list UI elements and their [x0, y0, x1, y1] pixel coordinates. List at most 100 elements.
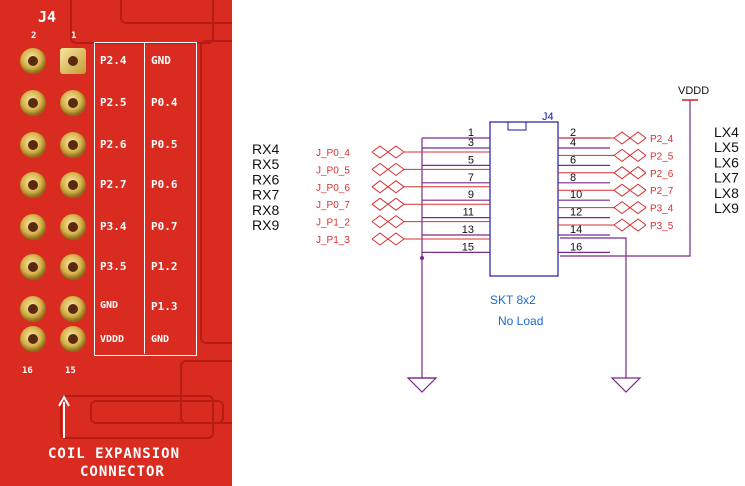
right-net-label: P2_6: [650, 169, 674, 180]
right-net-flag-icon: [613, 189, 647, 197]
pcb-trace: [200, 40, 232, 344]
pad-4: [20, 90, 46, 116]
left-net-flag-icon: [371, 186, 405, 194]
left-net-flag-icon: [371, 232, 405, 240]
left-net-label: J_P0_6: [316, 183, 350, 194]
silk-right-1: GND: [151, 54, 171, 67]
right-pin-number: 16: [570, 241, 582, 253]
right-net-flag-icon: [613, 224, 647, 232]
silk-left-3: P2.6: [100, 138, 127, 151]
left-net-flag-icon: [371, 238, 405, 246]
left-net-flag-icon: [371, 197, 405, 205]
rx-label: RX8: [252, 202, 279, 218]
connector-body: [489, 121, 559, 277]
left-net-flag-icon: [371, 168, 405, 177]
left-net-flag-icon: [371, 145, 405, 153]
left-net-flag-icon: [371, 162, 405, 171]
right-net-flag-icon: [613, 154, 647, 163]
left-pin-number: 5: [468, 154, 474, 166]
right-net-flag-icon: [613, 166, 647, 174]
part-number: SKT 8x2: [490, 293, 536, 307]
right-net-flag-icon: [613, 172, 647, 180]
silk-right-6: P1.2: [151, 260, 178, 273]
right-net-label: P2_4: [650, 134, 674, 145]
pin-number-16: 16: [22, 366, 33, 376]
junction-dot: [420, 256, 424, 260]
vddd-label: VDDD: [678, 85, 709, 97]
left-net-label: J_P0_4: [316, 148, 350, 159]
left-net-flag-icon: [371, 203, 405, 211]
right-net-flag-icon: [613, 137, 647, 145]
ground-symbol-left: [406, 377, 438, 393]
connector-ref: J4: [542, 111, 554, 123]
pcb-trace: [120, 0, 232, 24]
left-net-label: J_P1_3: [316, 235, 350, 246]
silk-right-3: P0.5: [151, 138, 178, 151]
pad-2: [20, 48, 46, 74]
lx-label: LX7: [714, 170, 739, 186]
right-net-flag-icon: [613, 131, 647, 139]
right-net-group: P2_4P2_5P2_6P2_7P3_4P3_5: [558, 131, 674, 232]
right-pin-number: 14: [570, 224, 582, 236]
pad-10: [20, 214, 46, 240]
silkscreen-table: [94, 42, 197, 356]
silk-left-7: GND: [100, 300, 119, 311]
left-net-label: J_P0_7: [316, 200, 350, 211]
pin-number-2: 2: [31, 31, 37, 41]
caption-line-2: CONNECTOR: [80, 464, 165, 480]
left-net-label: J_P0_5: [316, 165, 350, 176]
right-net-flag-icon: [613, 200, 647, 209]
silk-left-8: VDDD: [100, 334, 125, 345]
pin1-arrow-icon: [58, 394, 70, 438]
lx-label: LX6: [714, 154, 739, 170]
pcb-trace: [60, 395, 214, 439]
right-net-label: P3_4: [650, 204, 674, 215]
left-pin-number: 1: [468, 127, 474, 139]
silk-left-2: P2.5: [100, 96, 127, 109]
gnd-wire-right: [560, 237, 627, 378]
left-pin-number: 13: [462, 224, 474, 236]
left-net-label: J_P1_2: [316, 218, 350, 229]
pad-12: [20, 254, 46, 280]
left-net-flag-icon: [371, 151, 405, 159]
silk-left-5: P3.4: [100, 220, 127, 233]
rx-label: RX9: [252, 217, 279, 233]
right-pin-number: 2: [570, 127, 576, 139]
left-net-flag-icon: [371, 220, 405, 229]
rx-label: RX4: [252, 141, 279, 157]
silk-left-1: P2.4: [100, 54, 127, 67]
rx-label: RX5: [252, 156, 279, 172]
right-net-flag-icon: [613, 148, 647, 157]
pad-1: [60, 48, 86, 74]
pad-14: [20, 296, 46, 322]
right-net-label: P2_5: [650, 151, 674, 162]
silk-left-4: P2.7: [100, 178, 127, 191]
pad-3: [60, 90, 86, 116]
right-pin-number: 10: [570, 189, 582, 201]
connector-key: [507, 121, 527, 131]
right-net-flag-icon: [613, 218, 647, 226]
pad-8: [20, 172, 46, 198]
silk-right-7: P1.3: [151, 300, 178, 313]
pad-15: [60, 326, 86, 352]
vddd-wire: [560, 100, 691, 257]
pad-9: [60, 214, 86, 240]
left-net-group: J_P0_4J_P0_5J_P0_6J_P0_7J_P1_2J_P1_3: [316, 145, 490, 246]
rx-label: RX6: [252, 171, 279, 187]
part-note: No Load: [498, 314, 543, 328]
pcb-photo: J4 2 1 P2.4 P2.5 P2.6 P2.7 P3.4 P3.5 GND…: [0, 0, 232, 486]
left-pin-number: 3: [468, 137, 474, 149]
right-net-flag-icon: [613, 206, 647, 215]
pad-5: [60, 132, 86, 158]
pad-16: [20, 326, 46, 352]
right-pin-number: 4: [570, 137, 576, 149]
silk-right-4: P0.6: [151, 178, 178, 191]
silk-left-6: P3.5: [100, 260, 127, 273]
left-pin-number: 7: [468, 172, 474, 184]
header-label: J4: [38, 8, 57, 26]
right-pin-number: 6: [570, 154, 576, 166]
pcb-trace: [90, 400, 224, 424]
